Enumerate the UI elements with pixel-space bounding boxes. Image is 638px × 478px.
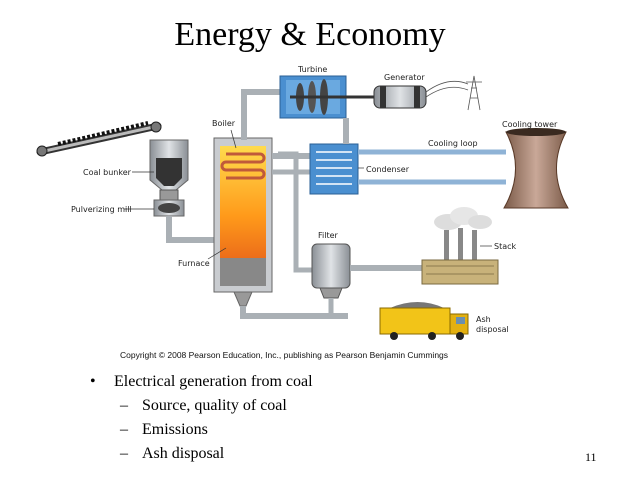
label-stack: Stack [494,242,517,251]
stack [421,207,499,285]
label-cooling-tower: Cooling tower [502,120,558,129]
label-furnace: Furnace [178,259,210,268]
turbine [279,75,394,119]
label-ash-disposal-1: Ash [476,315,491,324]
label-boiler: Boiler [212,119,236,128]
sub-bullet-marker: – [120,421,128,438]
power-plant-diagram: Coal bunker Pulverizing mill Boiler Furn… [36,65,569,340]
sub-bullet-item: – Ash disposal [90,442,313,466]
label-generator: Generator [384,73,425,82]
sub-bullet-item: – Emissions [90,418,313,442]
coal-bunker [149,139,189,217]
bullet-item: • Electrical generation from coal [90,370,313,394]
generator [373,85,427,109]
label-pulverizing-mill: Pulverizing mill [71,205,132,214]
label-condenser: Condenser [366,165,410,174]
transmission-pylon [425,75,482,111]
label-coal-bunker: Coal bunker [83,168,132,177]
condenser [309,143,359,195]
bullet-list: • Electrical generation from coal – Sour… [90,370,313,466]
bullet-marker: • [90,373,96,390]
bullet-text: Electrical generation from coal [114,373,313,390]
cooling-tower [503,128,569,209]
label-turbine: Turbine [297,65,327,74]
copyright-notice: Copyright © 2008 Pearson Education, Inc.… [120,350,449,360]
label-filter: Filter [318,231,339,240]
sub-bullet-text: Source, quality of coal [142,397,287,414]
conveyor-belt [36,121,162,157]
label-cooling-loop: Cooling loop [428,139,478,148]
page-number: 11 [585,450,597,464]
label-ash-disposal-2: disposal [476,325,509,334]
sub-bullet-text: Emissions [142,421,208,438]
sub-bullet-marker: – [120,445,128,462]
sub-bullet-marker: – [120,397,128,414]
sub-bullet-item: – Source, quality of coal [90,394,313,418]
boiler-furnace [213,137,273,307]
ash-disposal-truck [379,302,469,340]
slide-title: Energy & Economy [174,16,446,53]
filter [311,243,351,299]
sub-bullet-text: Ash disposal [142,445,225,462]
